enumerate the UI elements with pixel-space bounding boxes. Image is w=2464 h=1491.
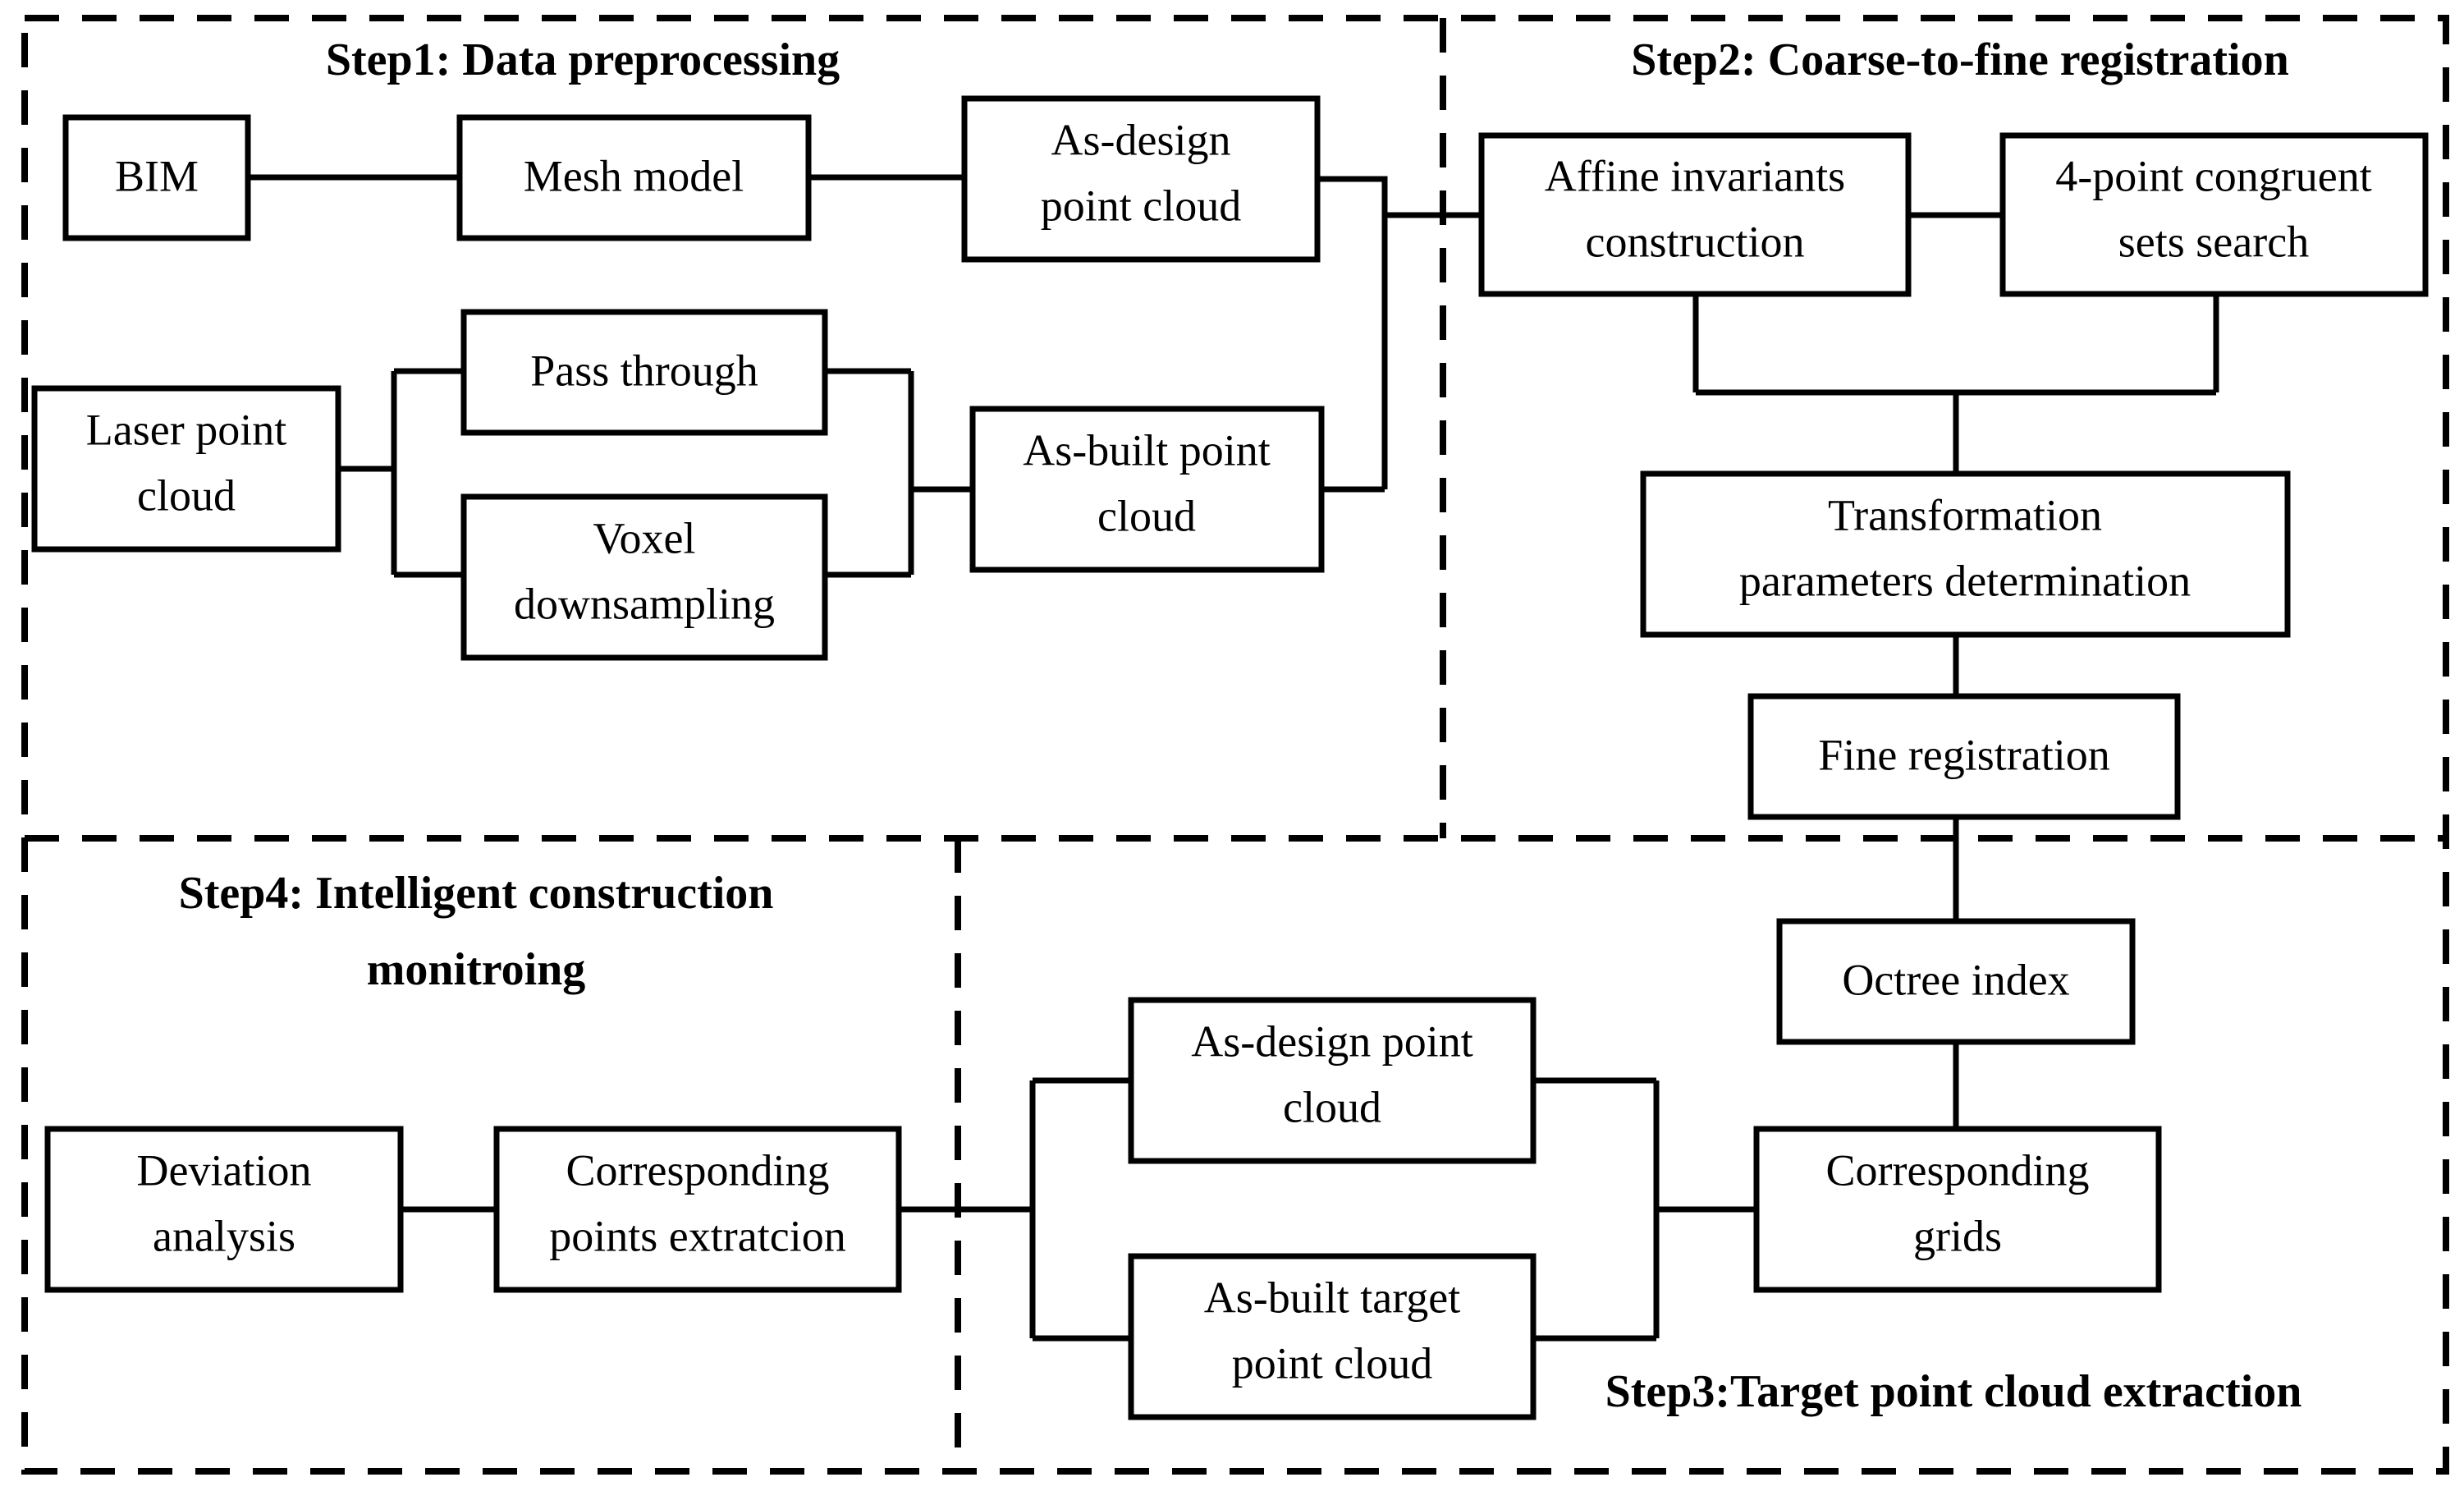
node-voxel-downsampling-label-line1: Voxel xyxy=(593,513,695,562)
node-mesh-model-label: Mesh model xyxy=(524,151,744,200)
node-deviation-analysis-label-line1: Deviation xyxy=(137,1145,312,1195)
node-corresponding-grids-label-line2: grids xyxy=(1913,1211,2002,1260)
step4-title-line2: monitroing xyxy=(367,944,586,995)
node-four-point-congruent-sets-search-rect xyxy=(1999,132,2429,297)
node-laser-point-cloud-label-line2: cloud xyxy=(137,470,236,520)
node-laser-point-cloud-label-line1: Laser point xyxy=(86,405,286,454)
node-fine-registration-rect xyxy=(1747,693,2181,820)
node-octree-index[interactable]: Octree index xyxy=(1776,918,2136,1045)
edge-asdesign-down xyxy=(1317,176,1388,489)
node-as-built-point-cloud-label-line2: cloud xyxy=(1097,491,1196,540)
node-step3-as-design-point-cloud-label-line2: cloud xyxy=(1283,1082,1381,1131)
node-step3-as-design-point-cloud-label-line1: As-design point xyxy=(1191,1016,1473,1066)
node-four-point-congruent-sets-search-label-line1: 4-point congruent xyxy=(2055,151,2371,200)
node-laser-point-cloud[interactable]: Laser point cloud xyxy=(31,385,341,553)
node-bim[interactable]: BIM xyxy=(62,114,251,241)
node-voxel-downsampling-rect xyxy=(460,493,828,661)
node-corresponding-grids-label-line1: Corresponding xyxy=(1826,1145,2090,1195)
node-laser-point-cloud-rect xyxy=(31,385,341,553)
node-deviation-analysis-rect xyxy=(44,1126,404,1293)
node-octree-index-rect xyxy=(1776,918,2136,1045)
node-bim-rect xyxy=(62,114,251,241)
node-as-design-point-cloud-rect xyxy=(961,95,1321,263)
connectors xyxy=(248,174,2219,1342)
node-corresponding-points-extraction-label-line2: points extratcion xyxy=(549,1211,845,1260)
step4-title-line1: Step4: Intelligent construction xyxy=(179,868,774,919)
node-step3-as-design-point-cloud-rect xyxy=(1128,997,1537,1164)
node-as-built-point-cloud[interactable]: As-built point cloud xyxy=(969,406,1325,573)
node-step3-as-built-target-point-cloud-rect xyxy=(1128,1253,1537,1420)
node-octree-index-label: Octree index xyxy=(1842,955,2069,1004)
node-corresponding-points-extraction[interactable]: Corresponding points extratcion xyxy=(493,1126,902,1293)
node-boxes: BIM Mesh model As-design point cloud Las… xyxy=(31,95,2429,1420)
node-bim-label: BIM xyxy=(115,151,199,200)
node-step3-as-built-target-point-cloud-label-line1: As-built target xyxy=(1204,1273,1460,1322)
node-voxel-downsampling-label-line2: downsampling xyxy=(514,579,775,628)
outer-frame-border xyxy=(21,15,2449,1475)
step2-title: Step2: Coarse-to-fine registration xyxy=(1631,34,2288,85)
node-four-point-congruent-sets-search[interactable]: 4-point congruent sets search xyxy=(1999,132,2429,297)
node-corresponding-points-extraction-rect xyxy=(493,1126,902,1293)
node-affine-invariants-construction-label-line1: Affine invariants xyxy=(1545,151,1845,200)
region-borders xyxy=(21,15,2449,1475)
node-pass-through-rect xyxy=(460,309,828,436)
node-step3-as-built-target-point-cloud-label-line2: point cloud xyxy=(1232,1338,1432,1388)
node-step3-as-design-point-cloud[interactable]: As-design point cloud xyxy=(1128,997,1537,1164)
node-corresponding-grids[interactable]: Corresponding grids xyxy=(1753,1126,2162,1293)
node-transformation-parameters-determination-label-line2: parameters determination xyxy=(1739,556,2191,605)
node-pass-through-label: Pass through xyxy=(530,346,758,395)
node-as-design-point-cloud[interactable]: As-design point cloud xyxy=(961,95,1321,263)
region-titles: Step1: Data preprocessing Step2: Coarse-… xyxy=(179,34,2302,1417)
node-fine-registration-label: Fine registration xyxy=(1818,730,2109,779)
node-as-design-point-cloud-label-line2: point cloud xyxy=(1041,181,1241,230)
node-transformation-parameters-determination[interactable]: Transformation parameters determination xyxy=(1640,470,2291,638)
node-as-built-point-cloud-rect xyxy=(969,406,1325,573)
node-as-design-point-cloud-label-line1: As-design xyxy=(1051,115,1231,164)
node-corresponding-grids-rect xyxy=(1753,1126,2162,1293)
node-affine-invariants-construction-rect xyxy=(1478,132,1912,297)
node-corresponding-points-extraction-label-line1: Corresponding xyxy=(566,1145,830,1195)
node-mesh-model-rect xyxy=(456,114,812,241)
node-step3-as-built-target-point-cloud[interactable]: As-built target point cloud xyxy=(1128,1253,1537,1420)
step1-title: Step1: Data preprocessing xyxy=(326,34,840,85)
step3-title: Step3:Target point cloud extraction xyxy=(1605,1366,2302,1417)
node-voxel-downsampling[interactable]: Voxel downsampling xyxy=(460,493,828,661)
node-deviation-analysis[interactable]: Deviation analysis xyxy=(44,1126,404,1293)
node-affine-invariants-construction[interactable]: Affine invariants construction xyxy=(1478,132,1912,297)
node-mesh-model[interactable]: Mesh model xyxy=(456,114,812,241)
node-deviation-analysis-label-line2: analysis xyxy=(153,1211,295,1260)
node-four-point-congruent-sets-search-label-line2: sets search xyxy=(2118,217,2309,266)
node-transformation-parameters-determination-rect xyxy=(1640,470,2291,638)
node-pass-through[interactable]: Pass through xyxy=(460,309,828,436)
node-transformation-parameters-determination-label-line1: Transformation xyxy=(1828,490,2102,539)
node-as-built-point-cloud-label-line1: As-built point xyxy=(1023,425,1271,475)
node-affine-invariants-construction-label-line2: construction xyxy=(1586,217,1805,266)
node-fine-registration[interactable]: Fine registration xyxy=(1747,693,2181,820)
